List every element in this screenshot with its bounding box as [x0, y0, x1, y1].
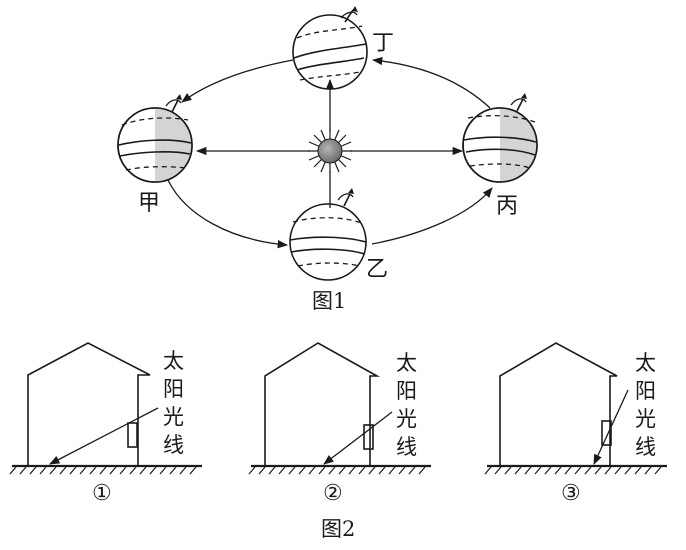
panel-2: 太 阳 光 线 ②: [248, 342, 431, 506]
sunlight-label-char-3: 光: [163, 405, 184, 429]
sunlight-label-char-3: 光: [396, 407, 417, 431]
panel-number: ②: [323, 481, 343, 506]
figure-1: 丁 甲 丙 乙 图1: [117, 6, 538, 313]
sunlight-label-char-2: 阳: [163, 377, 184, 401]
label-yi: 乙: [366, 257, 388, 282]
earth-jia: [117, 94, 193, 183]
panel-number: ③: [561, 481, 581, 506]
orbit-arrow-bing-to-ding: [371, 56, 491, 109]
sunlight-label-char-1: 太: [635, 351, 656, 375]
label-ding: 丁: [372, 31, 394, 56]
figure-2-caption: 图2: [321, 517, 355, 541]
orbit-arrow-ding-to-jia: [181, 59, 294, 103]
sunlight-label-char-1: 太: [396, 351, 417, 375]
orbit: [167, 56, 493, 249]
figure-2: 太 阳 光 线 ① 太 阳 光 线 ②: [9, 342, 667, 541]
earth-bing: [462, 93, 538, 183]
panel-3: 太 阳 光 线 ③: [484, 342, 667, 506]
house-outline: [27, 342, 151, 465]
sunlight-ray: [323, 411, 393, 465]
sunlight-ray: [593, 389, 629, 465]
sunlight-label-char-3: 光: [635, 407, 656, 431]
ground-hatch: [248, 466, 426, 475]
label-jia: 甲: [138, 191, 160, 216]
sunlight-label-char-2: 阳: [635, 379, 656, 403]
window: [363, 424, 374, 450]
sunlight-label-char-4: 线: [396, 435, 417, 459]
house-outline: [264, 342, 381, 465]
orbit-arrow-yi-to-bing: [371, 187, 493, 245]
sunlight-label-char-4: 线: [635, 435, 656, 459]
panel-1: 太 阳 光 线 ①: [9, 342, 202, 506]
sunlight-ray: [49, 407, 159, 465]
figure-1-caption: 图1: [312, 289, 346, 313]
orbit-arrow-jia-to-yi: [167, 179, 289, 249]
panel-number: ①: [92, 481, 112, 506]
window: [127, 422, 138, 448]
window: [601, 420, 612, 446]
sunlight-label-char-4: 线: [163, 433, 184, 457]
label-bing: 丙: [496, 194, 518, 219]
ground-hatch: [9, 466, 197, 475]
sun-icon: [308, 129, 352, 173]
earth-ding: [292, 6, 368, 90]
ground-hatch: [484, 466, 662, 475]
sunlight-label-char-1: 太: [163, 349, 184, 373]
house-outline: [499, 342, 618, 465]
earth-yi: [289, 188, 367, 281]
sunlight-label-char-2: 阳: [396, 379, 417, 403]
